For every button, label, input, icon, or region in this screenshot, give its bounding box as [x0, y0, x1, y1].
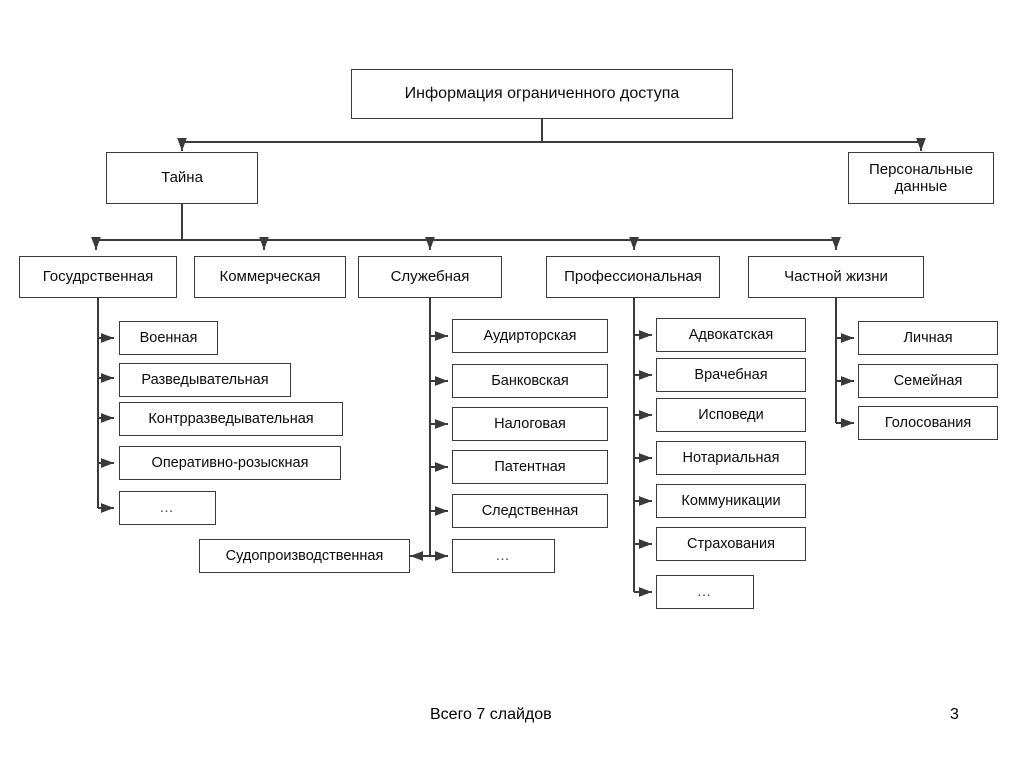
leaf-professional-3[interactable]: Нотариальная: [656, 441, 806, 475]
node-commercial-secret[interactable]: Коммерческая: [194, 256, 346, 298]
leaf-official-3[interactable]: Патентная: [452, 450, 608, 484]
leaf-professional-1[interactable]: Врачебная: [656, 358, 806, 392]
node-official-secret[interactable]: Служебная: [358, 256, 502, 298]
footer-slide-count: Всего 7 слайдов: [430, 706, 552, 723]
leaf-professional-0[interactable]: Адвокатская: [656, 318, 806, 352]
leaf-official-4[interactable]: Следственная: [452, 494, 608, 528]
node-judicial-secret[interactable]: Судопроизводственная: [199, 539, 410, 573]
node-state-secret[interactable]: Госудрственная: [19, 256, 177, 298]
node-personal-data[interactable]: Персональные данные: [848, 152, 994, 204]
leaf-private-life-0[interactable]: Личная: [858, 321, 998, 355]
leaf-private-life-1[interactable]: Семейная: [858, 364, 998, 398]
leaf-official-1[interactable]: Банковская: [452, 364, 608, 398]
leaf-private-life-2[interactable]: Голосования: [858, 406, 998, 440]
leaf-professional-6[interactable]: …: [656, 575, 754, 609]
leaf-state-0[interactable]: Военная: [119, 321, 218, 355]
leaf-state-1[interactable]: Разведывательная: [119, 363, 291, 397]
node-private-life-secret[interactable]: Частной жизни: [748, 256, 924, 298]
leaf-official-0[interactable]: Аудирторская: [452, 319, 608, 353]
leaf-professional-4[interactable]: Коммуникации: [656, 484, 806, 518]
node-secret[interactable]: Тайна: [106, 152, 258, 204]
leaf-official-5[interactable]: …: [452, 539, 555, 573]
leaf-professional-5[interactable]: Страхования: [656, 527, 806, 561]
leaf-state-3[interactable]: Оперативно-розыскная: [119, 446, 341, 480]
node-professional-secret[interactable]: Профессиональная: [546, 256, 720, 298]
leaf-state-2[interactable]: Контрразведывательная: [119, 402, 343, 436]
footer-page-number: 3: [950, 706, 959, 723]
leaf-professional-2[interactable]: Исповеди: [656, 398, 806, 432]
leaf-state-4[interactable]: …: [119, 491, 216, 525]
node-root[interactable]: Информация ограниченного доступа: [351, 69, 733, 119]
leaf-official-2[interactable]: Налоговая: [452, 407, 608, 441]
